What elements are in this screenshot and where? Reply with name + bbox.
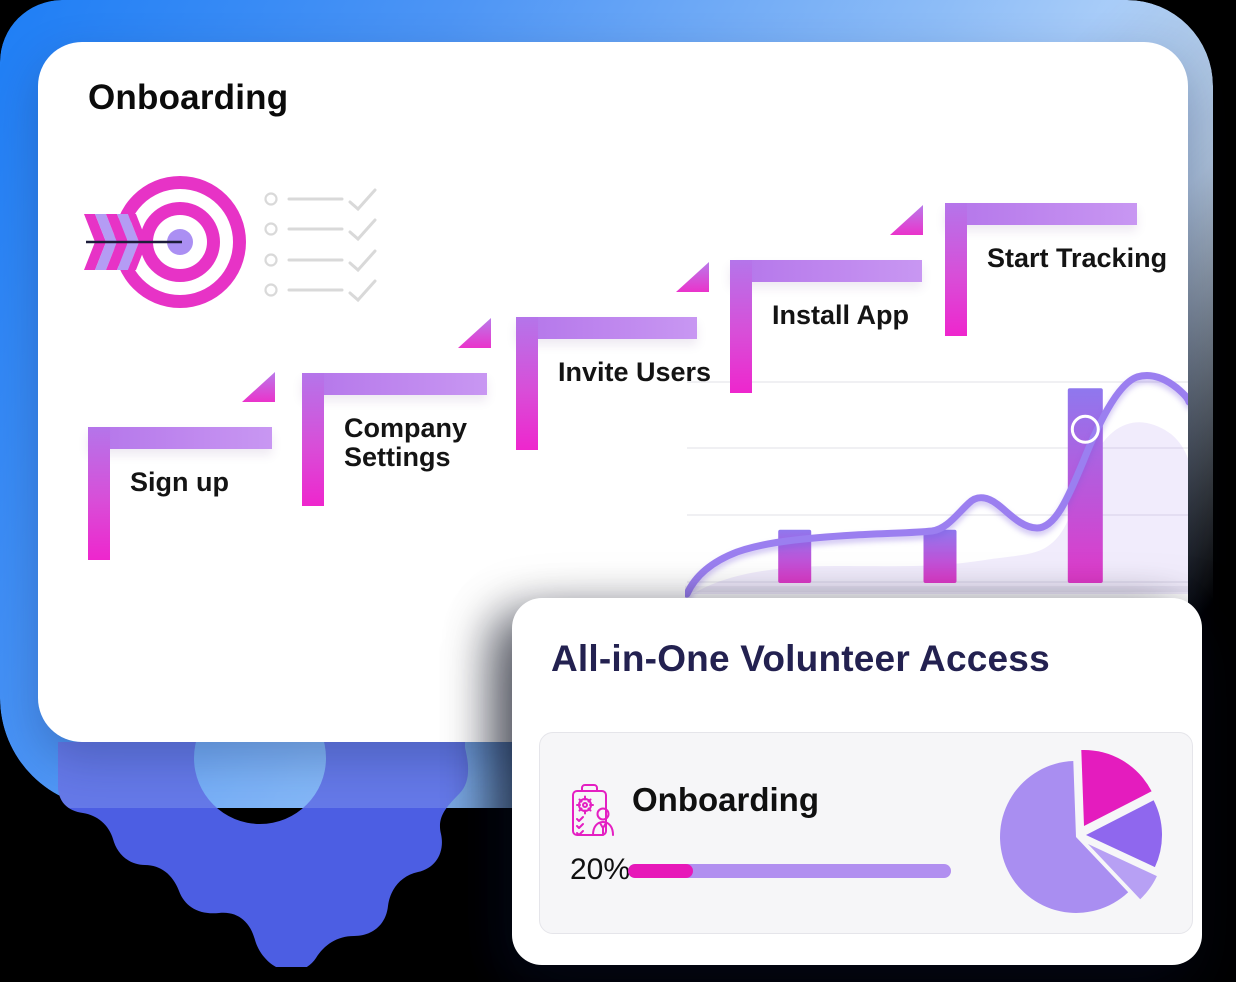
slice-light-purple [1088,844,1157,900]
onboarding-card-title: Onboarding [88,78,289,117]
gear-icon [58,742,469,967]
step-sign-up: Sign up [88,427,288,587]
step-label: Start Tracking [987,243,1168,273]
slice-magenta [1081,749,1152,826]
checklist-row [264,188,377,212]
checklist-row [264,279,377,303]
step-start-tracking: Start Tracking [945,203,1167,363]
progress-track [628,864,951,878]
checklist-icon [264,188,377,303]
arrow-icon [84,214,182,270]
step-label: Invite Users [558,357,712,387]
step-flag-icon [458,318,491,348]
progress-fill [628,864,693,878]
checklist-row [264,249,377,273]
step-label: Sign up [130,467,229,497]
chart-area [693,422,1188,594]
module-tile: Onboarding 20% [539,732,1193,934]
chart-line [685,371,1188,598]
step-install-app: Install App [730,260,930,420]
step-label: Install App [772,300,910,330]
pie-chart [1000,749,1162,913]
pie-slices [1000,749,1162,913]
step-flag-icon [676,262,709,292]
target-icon [84,176,246,308]
step-invite-users: Invite Users [516,317,716,477]
chart-bar [923,529,957,583]
step-flag-icon [242,372,275,402]
volunteer-clipboard-icon [572,784,614,836]
checklist-row [264,218,377,242]
chart-marker [1070,414,1100,444]
growth-chart [685,371,1188,598]
slice-lavender [1000,761,1129,913]
access-card-title: All-in-One Volunteer Access [551,638,1050,679]
progress-percent: 20% [570,853,631,886]
step-label: Company Settings [344,413,468,473]
chart-base-shadow [685,586,1188,592]
module-label: Onboarding [632,781,819,818]
step-company-settings: Company Settings [302,373,502,533]
slice-purple [1086,800,1162,868]
step-flag-icon [890,205,923,235]
onboarding-card: Onboarding [38,42,1188,742]
access-card: All-in-One Volunteer Access Onboarding 2 [512,598,1202,965]
